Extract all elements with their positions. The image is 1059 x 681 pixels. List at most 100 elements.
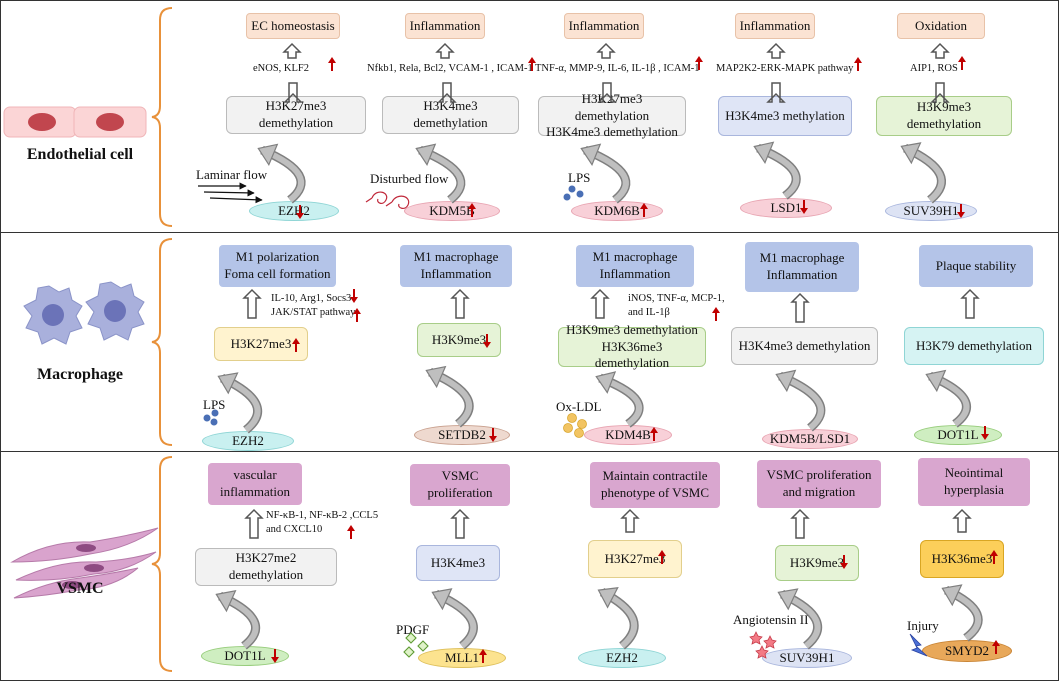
injury-icon [909,633,928,657]
vsmc-panel [0,451,1059,681]
up-arrow-icon [528,57,536,63]
stimulus-ox-ldl: Ox-LDL [556,399,602,414]
up-arrow-icon [854,57,862,63]
up-arrow-icon [695,56,703,62]
mechanism-line-1: H3K27me3 [230,335,292,351]
mechanism-line-1: H3K4me3 demethylation [413,98,488,130]
markers-text: AIP1, ROS [910,63,958,74]
markers-enos-klf2: eNOS, KLF2 [253,62,309,76]
curved-arrow-head [215,590,237,613]
markers-line-2: JAK/STAT pathway [271,307,356,319]
outcome-line-1: M1 macrophage [759,250,845,266]
outcome-inflammation-2: Inflammation [564,13,644,39]
hollow-up-arrow [450,508,470,539]
hollow-up-arrows [242,42,980,539]
curved-arrow-head [580,143,602,166]
up-arrow-icon [292,338,300,344]
outcome-line-2: Inflammation [599,266,671,281]
mechanism-line-1: H3K4me3 [430,554,486,570]
curved-arrow-head [925,369,947,393]
curved-arrow-head [777,588,799,611]
down-arrow-icon [350,297,358,303]
outcome-line-2: Foma cell formation [224,266,331,281]
markers-nfkb-cxcl10: NF-κB-1, NF-κB-2 ,CCL5 and CXCL10 [266,509,378,537]
markers-text: TNF-α, MMP-9, IL-6, IL-1β , ICAM-1 [535,63,700,74]
markers-aip1-ros: AIP1, ROS [910,62,958,76]
up-arrow-icon [353,308,361,314]
markers-line-2: and CXCL10 [266,524,323,536]
enzyme-label: KDM5B [429,203,475,218]
enzyme-label: SMYD2 [944,643,990,658]
down-arrow-icon [957,212,965,218]
mechanism-line-1: H3K4me3 methylation [725,107,845,123]
stimulus-angiotensin-ii: Angiotensin II [733,612,809,627]
outcome-line-2: hyperplasia [944,482,1004,497]
mechanism-line-1: H3K4me3 demethylation [738,337,871,353]
hollow-up-arrow [590,288,610,319]
hollow-up-arrow [435,42,455,59]
hollow-up-arrow [437,82,457,103]
enzyme-label: KDM6B [594,203,640,218]
up-arrow-icon [479,649,487,655]
enzyme-ezh2-vsmc: EZH2 [578,648,666,668]
outcome-line-2: Inflammation [420,266,492,281]
down-arrow-icon [271,657,279,663]
mechanism-line-1: H3K9me3 demethylation [906,99,982,131]
markers-text: MAP2K2-ERK-MAPK pathway [716,63,854,74]
curved-arrow-head [753,141,775,164]
markers-nfkb1-icam1: Nfkb1, Rela, Bcl2, VCAM-1 , ICAM-1 [367,62,533,76]
markers-map2k2: MAP2K2-ERK-MAPK pathway [716,62,853,76]
hollow-up-arrow [952,508,972,533]
enzyme-kdm5b-lsd1: KDM5B/LSD1 [762,429,858,449]
ox-ldl-particles [563,413,587,438]
enzyme-suv39h1: SUV39H1 [885,201,977,221]
down-arrow-icon [840,563,848,569]
hollow-up-arrow [620,508,640,533]
outcome-line-1: Neointimal [944,465,1004,481]
hollow-up-arrow [766,42,786,59]
up-arrow-icon [992,640,1000,646]
hollow-up-arrow [790,292,810,323]
markers-text: Nfkb1, Rela, Bcl2, VCAM-1 , ICAM-1 [367,63,533,74]
enzyme-label: KDM5B/LSD1 [769,431,851,446]
hollow-up-arrow [930,82,950,103]
outcome-line-1: M1 macrophage [413,249,499,265]
stimulus-lps: LPS [568,170,591,185]
mechanism-line-1: H3K27me3 demethylation [574,91,650,123]
vsmc-brace [151,456,173,672]
up-arrow-icon [990,550,998,556]
vsmc-cell-image [10,527,159,599]
markers-line-1: NF-κB-1, NF-κB-2 ,CCL5 [266,510,379,521]
mechanism-line-1: H3K9me3 demethylation [566,321,698,337]
outcome-line-1: M1 macrophage [592,249,678,265]
up-arrow-icon [650,427,658,433]
curved-arrow-head [775,369,797,393]
mechanism-line-2: H3K4me3 demethylation [546,124,678,140]
stimulus-pdgf: PDGF [396,622,430,637]
hollow-up-arrow [242,288,262,319]
enzyme-label: KDM4B [605,427,651,442]
macrophage-cell-image [23,281,145,345]
mechanism-line-1: H3K9me3 [431,331,487,347]
enzyme-label: SETDB2 [438,427,486,442]
hollow-up-arrow [960,288,980,319]
stimulus-disturbed-flow: Disturbed flow [370,171,449,186]
down-arrow-icon [981,434,989,440]
outcome-line-1: M1 polarization [235,249,320,265]
hollow-up-arrow [283,82,303,103]
outcome-line-2: Inflammation [766,267,838,282]
mechanism-h3k27me3: H3K27me3 [214,327,308,361]
mechanism-line-1: H3K27me3 demethylation [258,98,334,130]
hollow-up-arrow [597,82,617,103]
lps-molecules [563,185,584,201]
enzyme-label: MLL1 [445,650,479,665]
row-label-endothelial: Endothelial cell [26,146,134,163]
endothelial-cell-image [3,106,147,138]
markers-tnf-icam1: TNF-α, MMP-9, IL-6, IL-1β , ICAM-1 [535,62,700,76]
